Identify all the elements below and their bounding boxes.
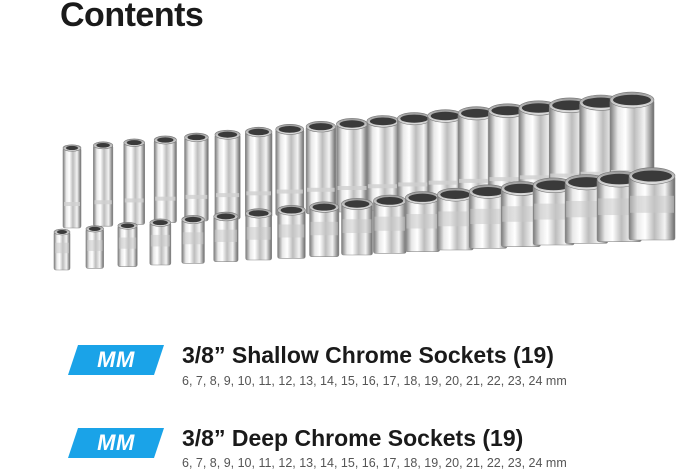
deep-sockets-row [62, 91, 655, 229]
shallow-socket [532, 177, 575, 246]
shallow-socket [117, 221, 138, 267]
shallow-sockets-row [53, 167, 676, 271]
shallow-set-title: 3/8” Shallow Chrome Sockets (19) [182, 342, 554, 368]
shallow-socket [309, 201, 340, 257]
shallow-socket [245, 208, 272, 261]
mm-badge-label: MM [97, 347, 135, 372]
deep-socket [93, 141, 114, 227]
shallow-socket [341, 198, 373, 256]
shallow-socket [213, 211, 239, 262]
deep-socket [457, 106, 496, 206]
deep-socket [275, 123, 305, 216]
deep-socket [245, 126, 273, 218]
mm-badge-1-label-wrap: MM [68, 345, 164, 375]
deep-socket [427, 109, 464, 207]
shallow-set-sizes: 6, 7, 8, 9, 10, 11, 12, 13, 14, 15, 16, … [182, 374, 567, 388]
page-title: Contents [60, 0, 204, 34]
mm-badge-2 [68, 428, 164, 458]
shallow-socket [468, 184, 508, 249]
deep-socket [153, 135, 177, 223]
mm-badge-2-label-wrap: MM [68, 428, 164, 458]
shallow-socket [500, 181, 541, 247]
deep-socket [488, 103, 527, 204]
shallow-socket [405, 191, 441, 252]
shallow-socket [85, 225, 104, 269]
badge-shape [68, 428, 164, 458]
deep-socket [62, 144, 82, 229]
deep-socket [305, 121, 336, 215]
deep-socket [396, 112, 432, 209]
mm-badge-1 [68, 345, 164, 375]
sockets-photo [53, 91, 676, 271]
deep-socket [184, 132, 209, 222]
shallow-socket [181, 215, 205, 264]
deep-set-title: 3/8” Deep Chrome Sockets (19) [182, 425, 524, 451]
shallow-socket [149, 218, 172, 266]
deep-socket [366, 115, 400, 211]
deep-socket [336, 118, 368, 213]
shallow-socket [628, 167, 676, 241]
deep-socket [214, 129, 241, 220]
shallow-socket [373, 194, 407, 254]
deep-socket [123, 138, 145, 225]
shallow-socket [437, 187, 474, 251]
badge-shape [68, 345, 164, 375]
deep-set-sizes: 6, 7, 8, 9, 10, 11, 12, 13, 14, 15, 16, … [182, 456, 567, 470]
shallow-socket [277, 204, 306, 259]
mm-badge-label: MM [97, 430, 135, 455]
shallow-socket [53, 228, 71, 271]
